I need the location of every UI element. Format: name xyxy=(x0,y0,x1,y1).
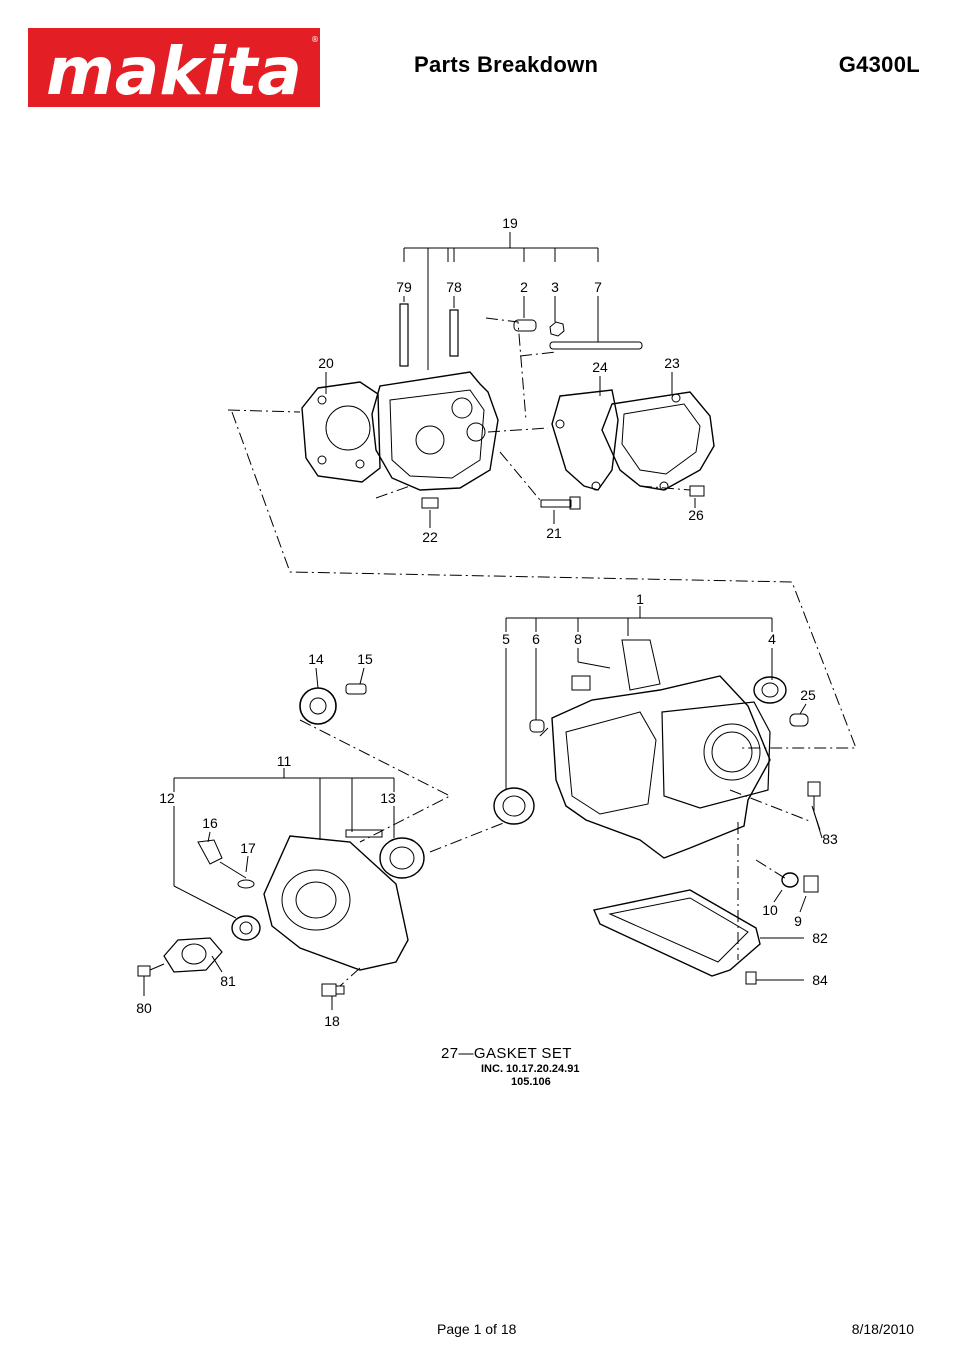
callout-81: 81 xyxy=(220,973,236,989)
callout-7: 7 xyxy=(594,279,602,295)
page-title: Parts Breakdown xyxy=(414,52,599,77)
callout-82: 82 xyxy=(812,930,828,946)
callout-9: 9 xyxy=(794,913,802,929)
callout-16: 16 xyxy=(202,815,218,831)
callout-23: 23 xyxy=(664,355,680,371)
callout-13: 13 xyxy=(380,790,396,806)
callout-21: 21 xyxy=(546,525,562,541)
callout-22: 22 xyxy=(422,529,438,545)
makita-logo: makita ® xyxy=(28,28,320,107)
callout-12: 12 xyxy=(159,790,175,806)
callout-24: 24 xyxy=(592,359,608,375)
callout-4: 4 xyxy=(768,631,776,647)
gasket-set-includes: INC. 10.17.20.24.91 xyxy=(481,1063,580,1075)
callout-15: 15 xyxy=(357,651,373,667)
callout-8: 8 xyxy=(574,631,582,647)
callout-11: 11 xyxy=(277,753,292,769)
page-number: Page 1 of 18 xyxy=(437,1321,517,1337)
brand-wordmark: makita xyxy=(46,33,302,107)
callout-26: 26 xyxy=(688,507,704,523)
callout-18: 18 xyxy=(324,1013,340,1029)
callout-19: 19 xyxy=(502,215,518,231)
svg-text:®: ® xyxy=(311,35,319,44)
callout-20: 20 xyxy=(318,355,334,371)
callout-79: 79 xyxy=(396,279,412,295)
callout-10: 10 xyxy=(762,902,778,918)
callout-6: 6 xyxy=(532,631,540,647)
callout-84: 84 xyxy=(812,972,828,988)
gasket-set-note: 27—GASKET SET xyxy=(441,1045,572,1062)
print-date: 8/18/2010 xyxy=(851,1321,914,1337)
callout-5: 5 xyxy=(502,631,510,647)
callout-25: 25 xyxy=(800,687,816,703)
callout-83: 83 xyxy=(822,831,838,847)
callout-1: 1 xyxy=(636,591,644,607)
callout-2: 2 xyxy=(520,279,528,295)
callout-14: 14 xyxy=(308,651,324,667)
callout-80: 80 xyxy=(136,1000,152,1016)
model-number: G4300L xyxy=(838,52,920,77)
callout-17: 17 xyxy=(240,840,256,856)
callout-3: 3 xyxy=(551,279,559,295)
callout-78: 78 xyxy=(446,279,462,295)
gasket-set-includes-cont: 105.106 xyxy=(511,1076,551,1088)
